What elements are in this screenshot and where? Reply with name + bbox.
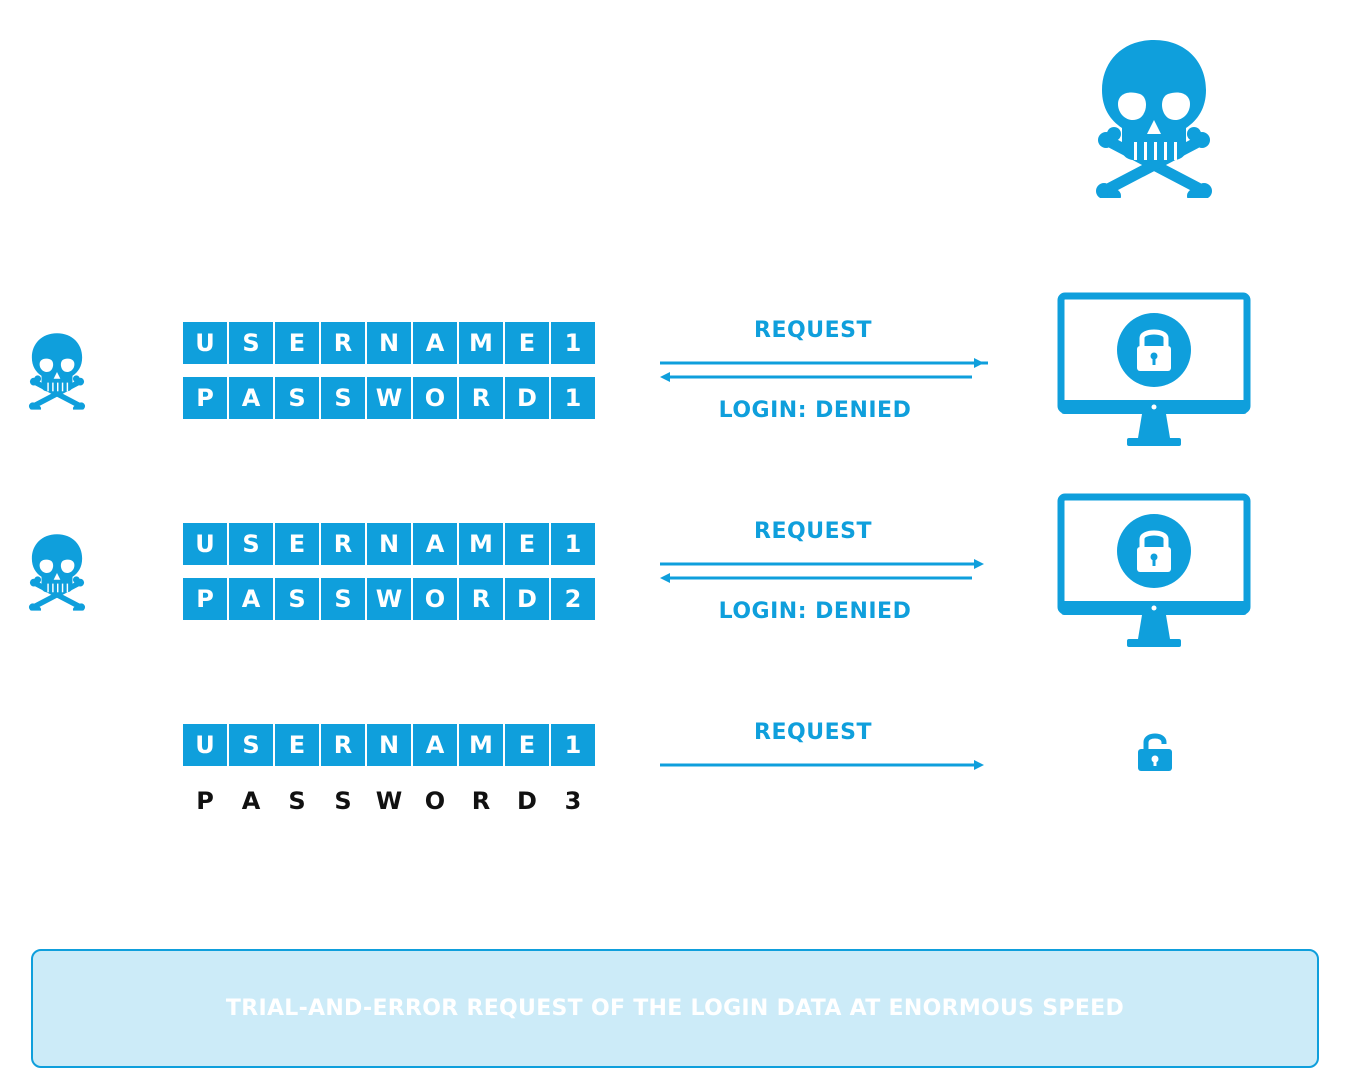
- username-char-cell: E: [275, 322, 319, 364]
- username-char-cell: 1: [551, 322, 595, 364]
- username-char-cell: S: [229, 523, 273, 565]
- password-char-cell: O: [413, 377, 457, 419]
- username-char-cell: E: [505, 724, 549, 766]
- username-char-cell: U: [183, 523, 227, 565]
- username-char-cell: N: [367, 322, 411, 364]
- hacker-skull-icon: [1094, 38, 1214, 198]
- username-char-cell: E: [275, 523, 319, 565]
- password-char-cell: S: [275, 377, 319, 419]
- password-char-cell: A: [229, 578, 273, 620]
- locked-monitor-icon-2: [1057, 493, 1251, 649]
- response-label-1: LOGIN: DENIED: [718, 398, 912, 423]
- username-char-cell: U: [183, 724, 227, 766]
- password-char-cell: W: [367, 578, 411, 620]
- summary-banner: TRIAL-AND-ERROR REQUEST OF THE LOGIN DAT…: [31, 949, 1319, 1068]
- password-char-cell: D: [505, 377, 549, 419]
- password-char-cell: 2: [551, 578, 595, 620]
- password-char-cell: W: [375, 787, 403, 815]
- password-char-cell: R: [471, 787, 491, 815]
- password-char-cell: D: [517, 787, 537, 815]
- password-char-cell: S: [288, 787, 306, 815]
- password-char-cell: S: [334, 787, 352, 815]
- username-char-cell: R: [321, 724, 365, 766]
- username-char-cell: E: [505, 322, 549, 364]
- username-char-cell: 1: [551, 724, 595, 766]
- password-char-cell: 1: [551, 377, 595, 419]
- password-char-cell: P: [196, 787, 214, 815]
- password-char-cell: W: [367, 377, 411, 419]
- username-char-cell: S: [229, 724, 273, 766]
- password-char-cell: O: [424, 787, 446, 815]
- password-char-cell: A: [229, 377, 273, 419]
- request-arrow-2: [658, 556, 988, 586]
- locked-monitor-icon-1: [1057, 292, 1251, 448]
- username-char-cell: N: [367, 523, 411, 565]
- password-char-cell: D: [505, 578, 549, 620]
- username-char-cell: 1: [551, 523, 595, 565]
- request-label-3: REQUEST: [754, 720, 872, 745]
- password-char-cell: O: [413, 578, 457, 620]
- username-char-cell: N: [367, 724, 411, 766]
- username-char-cell: M: [459, 322, 503, 364]
- password-char-cell: S: [321, 578, 365, 620]
- username-char-cell: E: [275, 724, 319, 766]
- username-char-cell: U: [183, 322, 227, 364]
- username-char-cell: R: [321, 322, 365, 364]
- username-char-cell: M: [459, 724, 503, 766]
- password-char-cell: R: [459, 578, 503, 620]
- request-label-1: REQUEST: [754, 318, 872, 343]
- username-char-cell: R: [321, 523, 365, 565]
- summary-banner-text: TRIAL-AND-ERROR REQUEST OF THE LOGIN DAT…: [225, 996, 1125, 1021]
- request-label-2: REQUEST: [754, 519, 872, 544]
- password-char-cell: P: [183, 578, 227, 620]
- password-char-cell: S: [321, 377, 365, 419]
- password-char-cell: P: [183, 377, 227, 419]
- password-char-cell: R: [459, 377, 503, 419]
- username-char-cell: E: [505, 523, 549, 565]
- unlocked-padlock-icon: [1136, 732, 1174, 772]
- password-char-cell: S: [275, 578, 319, 620]
- attempt-skull-icon-2: [28, 533, 86, 611]
- response-label-2: LOGIN: DENIED: [718, 599, 912, 624]
- attempt-skull-icon-1: [28, 332, 86, 410]
- request-arrow-3: [658, 757, 988, 773]
- request-arrow-1: [658, 355, 988, 385]
- username-char-cell: S: [229, 322, 273, 364]
- username-char-cell: A: [413, 724, 457, 766]
- password-char-cell: A: [241, 787, 261, 815]
- username-char-cell: M: [459, 523, 503, 565]
- password-char-cell: 3: [564, 787, 582, 815]
- username-char-cell: A: [413, 322, 457, 364]
- username-char-cell: A: [413, 523, 457, 565]
